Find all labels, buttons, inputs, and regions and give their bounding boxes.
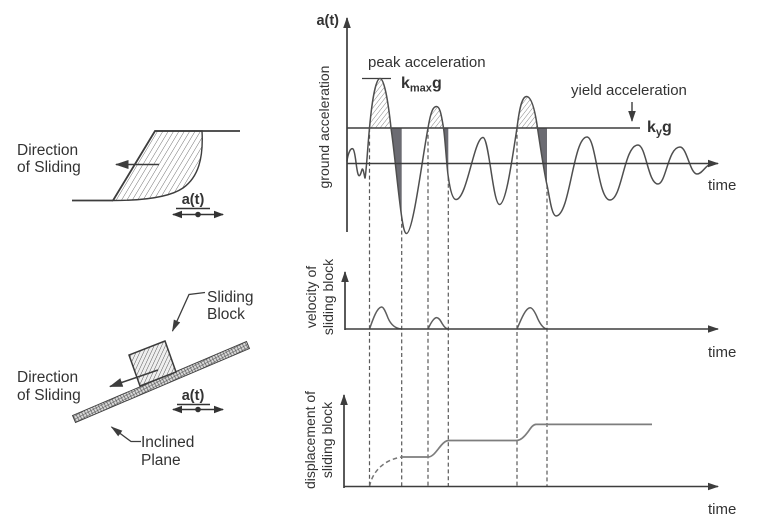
displacement-ylabel-line2: sliding block [319,401,335,478]
ky-label: kyg [647,119,672,139]
displacement-curve [401,423,652,458]
sliding-mass-hatched [111,130,203,202]
velocity-ylabel-line2: sliding block [320,258,336,335]
block-label-line1: Sliding [207,289,254,306]
ky-unit: g [662,119,672,136]
accel-time-label: time [708,177,736,194]
slope-face-and-crest-line [112,130,240,201]
sliding-block-hatched [128,340,177,387]
yield-acceleration-annotation: yield acceleration [571,82,687,99]
accel-axis-label: a(t) [316,13,339,29]
dashed-projection-lines [368,128,548,487]
displacement-plot: displacement of sliding block time [302,391,736,518]
displacement-ylabel-line1: displacement of [302,391,318,489]
velocity-pulse-3 [516,307,548,330]
inclined-plane-label-line1: Inclined [141,434,194,451]
inclined-plane-sketch: Sliding Block Direction of Sliding Incli… [17,289,254,469]
block-accel-symbol-label: a(t) [182,388,205,404]
kmax-base: k [401,75,410,92]
kmax-subscript: max [410,83,433,95]
displacement-time-label: time [708,501,736,518]
ky-subscript: y [656,127,663,139]
displacement-rise-1-dashed [368,456,402,487]
block-direction-label-line1: Direction [17,369,78,386]
acceleration-plot: a(t) ground acceleration peak accelerati… [316,13,736,235]
slope-direction-label-line2: of Sliding [17,159,81,176]
kmax-unit: g [432,75,442,92]
accel-ylabel: ground acceleration [316,66,332,189]
velocity-pulse-1 [368,306,402,330]
velocity-pulse-2 [427,316,449,330]
peak-acceleration-annotation: peak acceleration [368,54,486,71]
block-direction-label-line2: of Sliding [17,387,81,404]
block-sliding-direction-arrow [109,369,159,388]
inclined-plane-leader-line [110,426,141,443]
slope-accel-symbol-label: a(t) [182,192,205,208]
ky-base: k [647,119,656,136]
slope-sketch: Direction of Sliding a(t) [17,130,240,219]
slope-direction-label-line1: Direction [17,142,78,159]
kmax-label: kmaxg [401,75,442,95]
sliding-block-leader-line [171,291,206,332]
inclined-plane-band [71,340,251,424]
block-label-line2: Block [207,306,245,323]
velocity-time-label: time [708,344,736,361]
slope-accel-dot [195,211,201,218]
velocity-plot: velocity of sliding block time [303,258,736,361]
block-accel-dot [195,406,201,413]
ground-acceleration-curve [346,77,713,235]
velocity-ylabel-line1: velocity of [303,266,319,328]
inclined-plane-label-line2: Plane [141,452,181,469]
